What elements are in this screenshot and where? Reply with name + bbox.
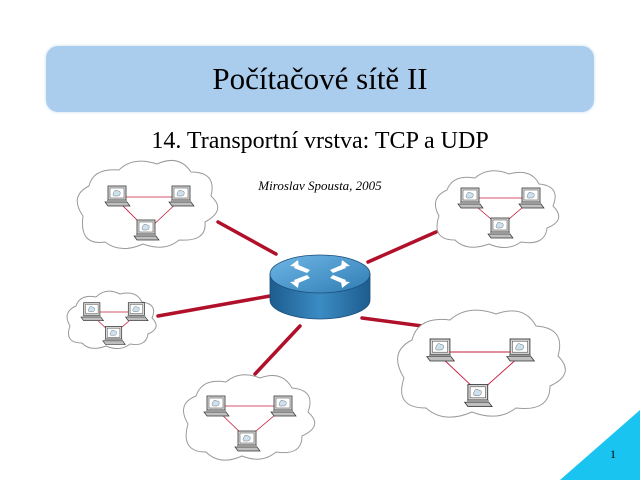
slide-author: Miroslav Spousta, 2005: [258, 178, 382, 193]
computer-icon: [104, 185, 131, 207]
corner-decoration: [560, 410, 640, 480]
network-cloud-icon: [397, 309, 566, 418]
computer-icon: [203, 395, 230, 417]
computer-icon: [426, 338, 455, 362]
title-box: Počítačové sítě II: [46, 46, 594, 112]
link-top-left: [216, 220, 278, 256]
computer-icon: [487, 217, 514, 239]
page-number: 1: [610, 447, 616, 461]
computer-icon: [168, 185, 195, 207]
computer-icon: [464, 384, 493, 408]
network-cloud-icon: [76, 159, 219, 249]
link-mid-left: [156, 294, 272, 318]
slide-subtitle: 14. Transportní vrstva: TCP a UDP: [151, 128, 489, 154]
computer-icon: [102, 325, 126, 345]
computer-icon: [506, 338, 535, 362]
slide-title: Počítačové sítě II: [212, 61, 428, 96]
link-bottom: [253, 324, 302, 376]
network-links: [156, 220, 454, 376]
computer-icon: [125, 302, 149, 322]
computer-icon: [457, 187, 484, 209]
computer-icon: [270, 395, 297, 417]
computer-icon: [234, 430, 261, 452]
computer-icon: [80, 302, 104, 322]
router-icon: [269, 254, 371, 320]
computer-icon: [133, 219, 160, 241]
computer-icon: [518, 187, 545, 209]
link-top-right: [366, 230, 438, 264]
